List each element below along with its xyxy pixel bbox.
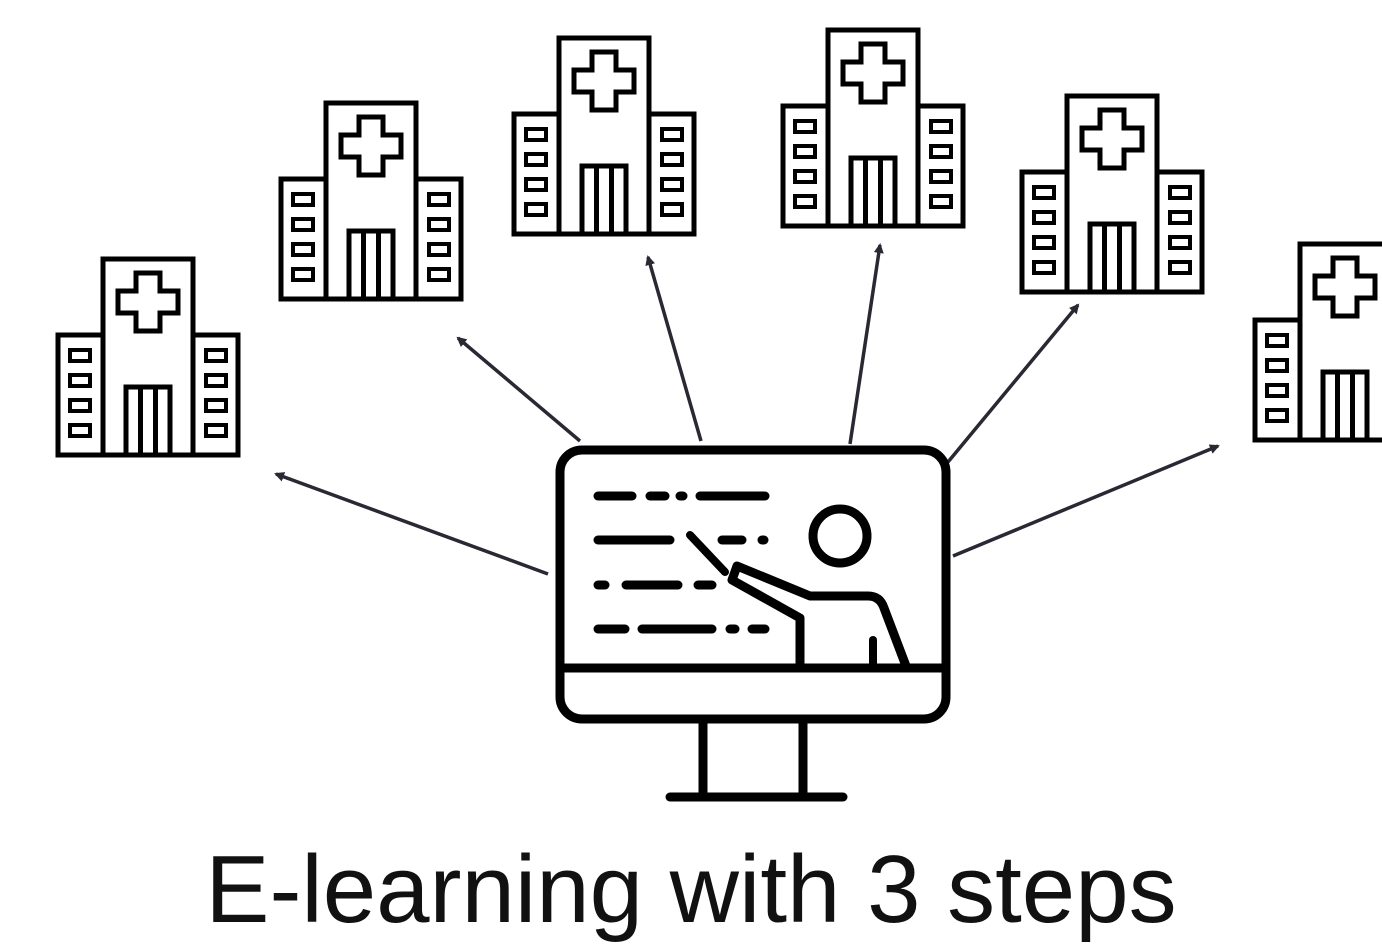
hospital-icon (281, 103, 461, 299)
arrow (456, 336, 582, 443)
hospital-icon (783, 30, 963, 226)
hospital-icon (1022, 96, 1202, 292)
arrow (274, 472, 549, 576)
caption: E-learning with 3 steps (205, 836, 1177, 943)
hospital-icon (514, 38, 694, 234)
arrows (274, 243, 1220, 576)
hospital-icon (58, 259, 238, 455)
arrow (952, 444, 1220, 558)
arrow (645, 255, 703, 442)
arrow (848, 243, 884, 445)
hospital-icon (1255, 244, 1382, 440)
teacher-presentation-monitor-icon (555, 445, 951, 802)
arrow (946, 303, 1080, 464)
